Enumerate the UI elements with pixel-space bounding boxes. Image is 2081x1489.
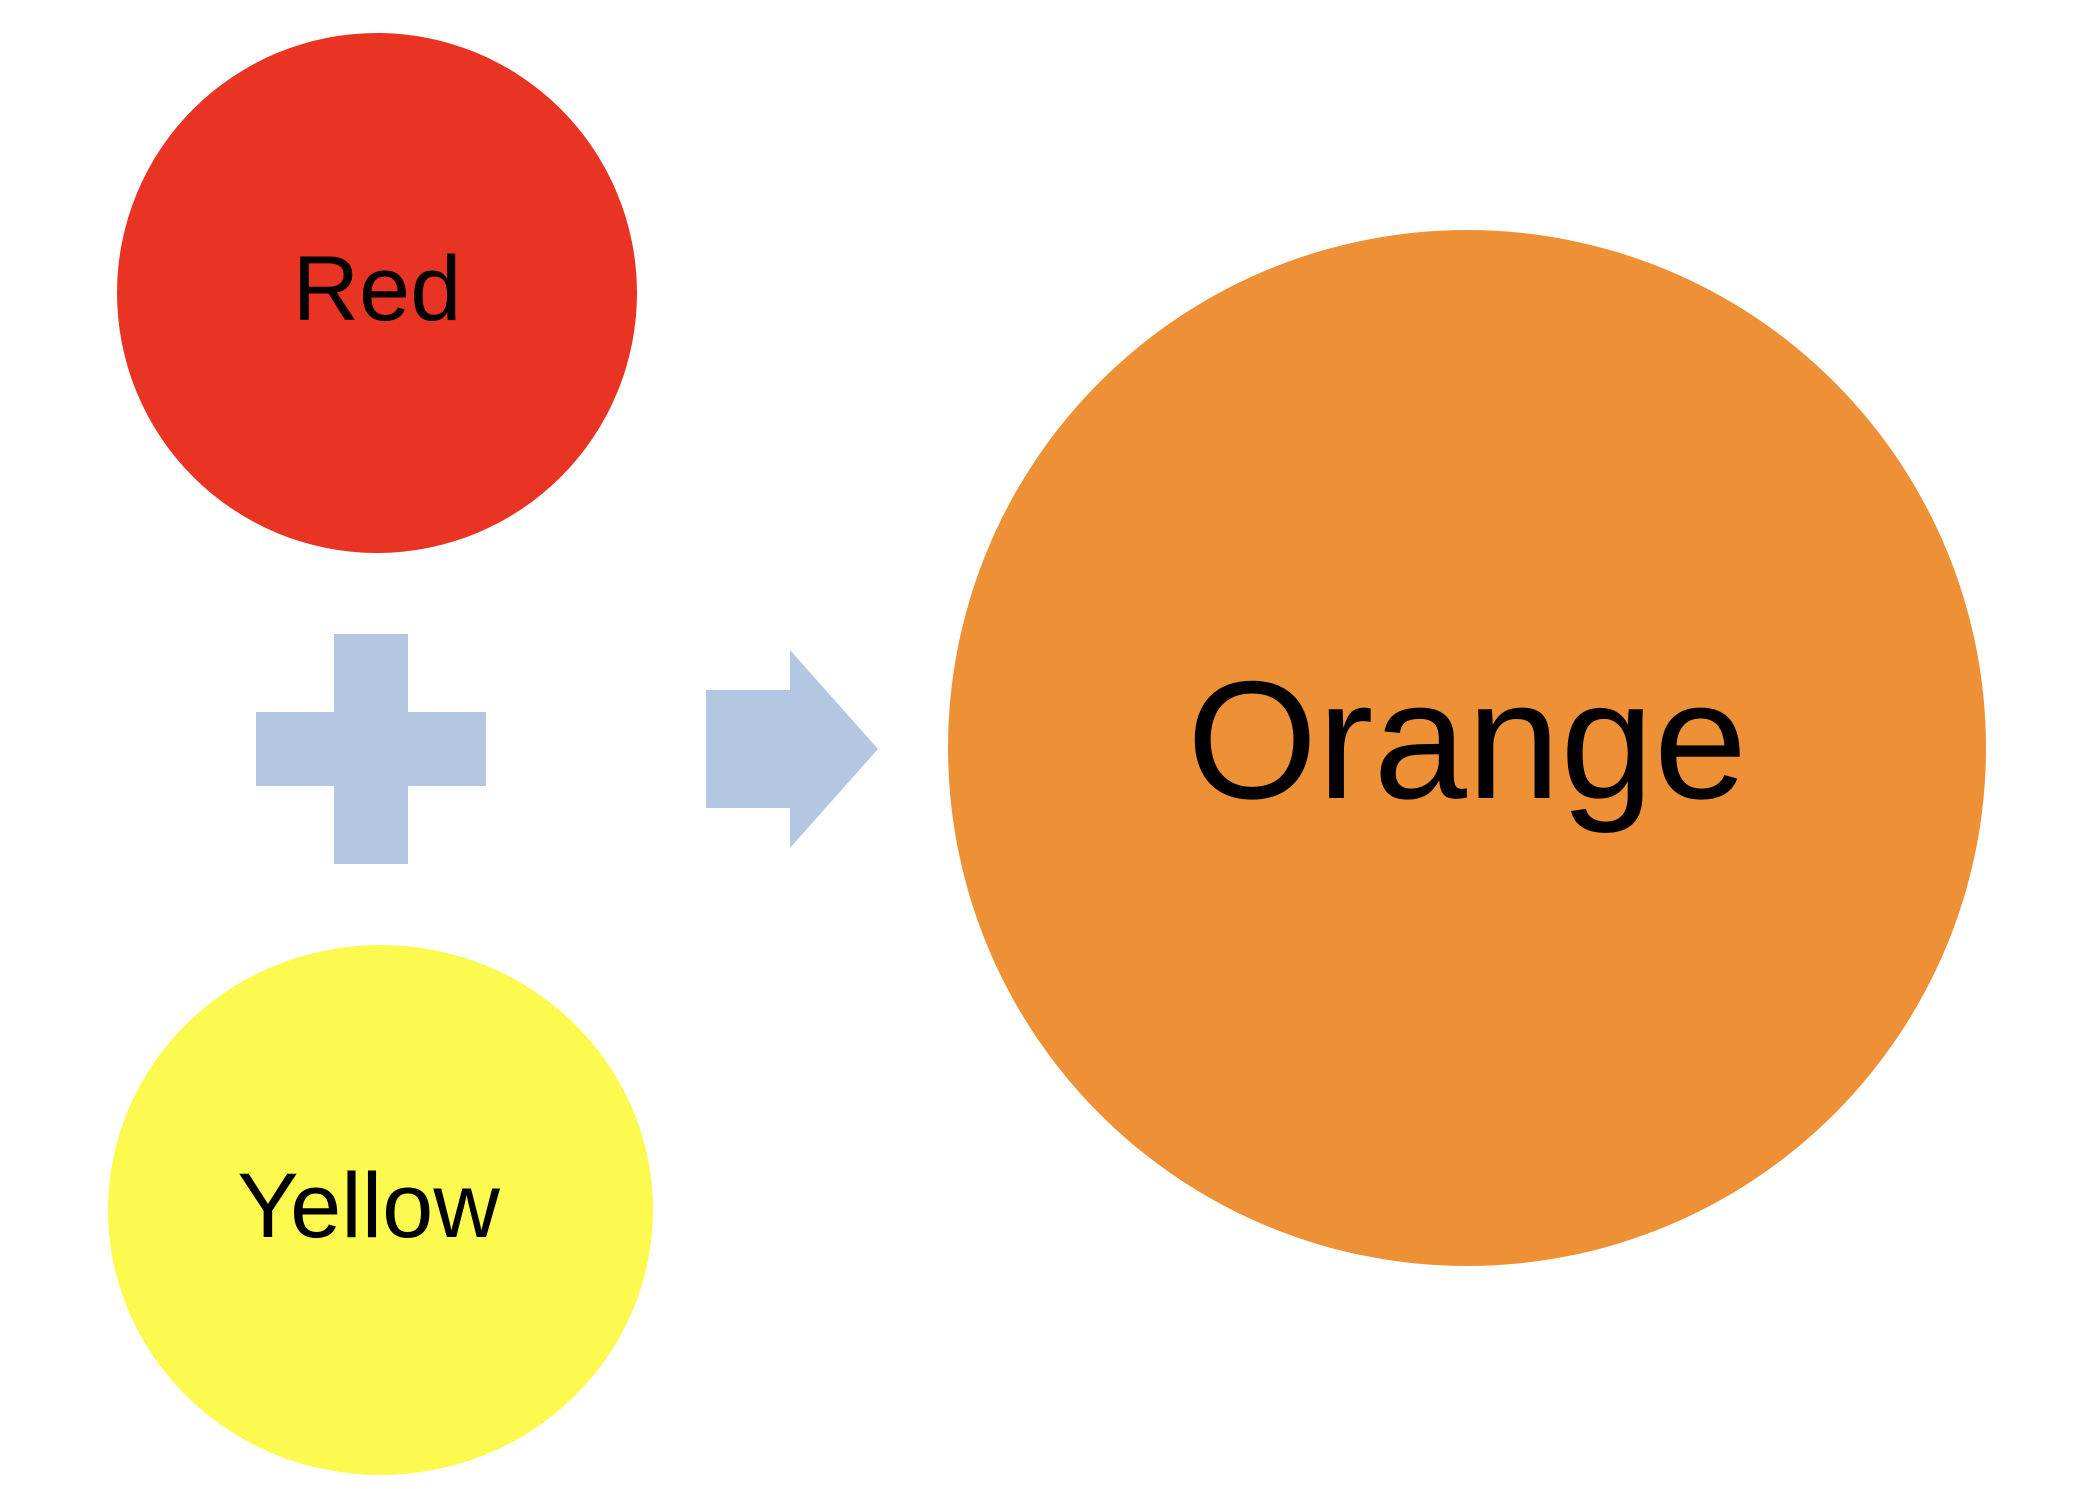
yellow-circle-label: Yellow	[237, 1155, 500, 1257]
red-circle-label: Red	[292, 238, 462, 340]
plus-icon	[256, 634, 486, 864]
red-circle[interactable]: Red	[117, 33, 637, 553]
orange-circle-label: Orange	[1186, 646, 1748, 834]
orange-circle[interactable]: Orange	[948, 230, 1986, 1266]
plus-icon-vertical-bar	[334, 634, 408, 864]
yellow-circle[interactable]: Yellow	[108, 945, 653, 1475]
arrow-right-icon	[706, 650, 878, 848]
